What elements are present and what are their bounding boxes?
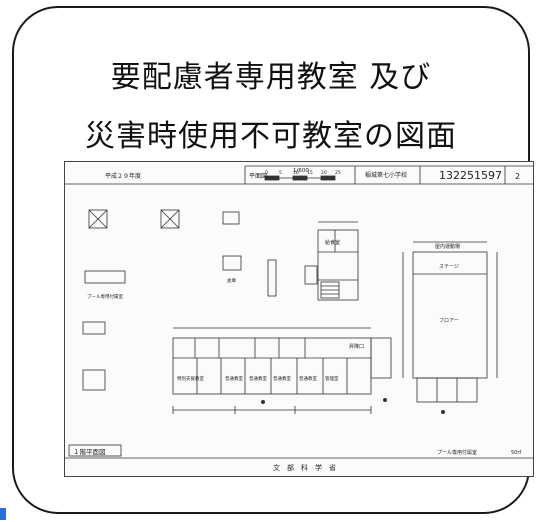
info-card: 要配慮者専用教室 及び 災害時使用不可教室の図面 [12, 6, 534, 514]
room-gym: 屋内運動場 [435, 243, 460, 250]
scale-tick: 0 [265, 170, 268, 176]
floor-plan-svg: 平成２９年度 平面図 1/600 稲城第七小学校 132251597 2 １階平… [65, 165, 533, 472]
scale-label: 1/600 [293, 168, 309, 174]
scale-ticks: 0 5 10 15 20 25 [265, 170, 341, 176]
plan-label: 平面図 [249, 173, 267, 180]
room-storage: 倉庫 [227, 277, 236, 284]
card-title-line2: 災害時使用不可教室の図面 [85, 119, 457, 154]
room-special: 特別支援教室 [177, 375, 204, 382]
ministry-label: 文 部 科 学 省 [273, 463, 336, 472]
sheet-number: 2 [515, 172, 520, 181]
floor-label: １階平面図 [73, 447, 106, 456]
corner-tab-marker [0, 508, 6, 520]
school-name: 稲城第七小学校 [365, 171, 407, 179]
room-general-1: 普通教室 [225, 375, 243, 382]
year-label: 平成２９年度 [105, 172, 141, 180]
room-general-4: 普通教室 [299, 375, 317, 382]
scale-tick: 25 [335, 170, 341, 176]
room-general-2: 普通教室 [249, 375, 267, 382]
scale-tick: 5 [279, 170, 282, 176]
school-code: 132251597 [439, 169, 502, 182]
room-stage: ステージ [439, 264, 459, 270]
room-floor: フロアー [439, 318, 459, 324]
scale-tick: 20 [321, 170, 327, 176]
footer-note-far: 50rf [511, 450, 521, 456]
floor-plan-drawing: 平成２９年度 平面図 1/600 稲城第七小学校 132251597 2 １階平… [64, 161, 534, 477]
scale-tick: 10 [293, 170, 299, 176]
footer-note: プール専用付属室 [437, 449, 477, 456]
card-title-line1: 要配慮者専用教室 及び [110, 60, 432, 95]
room-entrance: 昇降口 [349, 343, 364, 350]
room-kitchen: 給食室 [325, 239, 340, 246]
room-general-3: 普通教室 [273, 375, 291, 382]
room-admin: 管理室 [325, 375, 339, 382]
scale-tick: 15 [307, 170, 313, 176]
room-pool-hall: プール専用付属室 [87, 293, 123, 300]
